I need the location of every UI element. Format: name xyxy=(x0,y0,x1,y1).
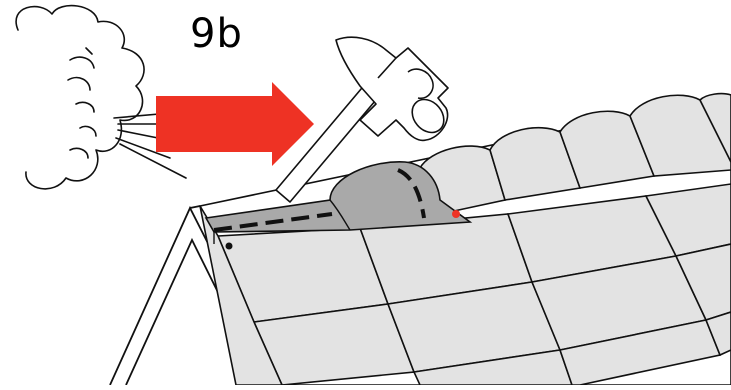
nail-marker-red xyxy=(452,210,460,218)
nail-marker-black xyxy=(226,243,233,250)
wind-direction-arrow-icon xyxy=(156,82,314,166)
step-number-label: 9b xyxy=(190,14,243,54)
